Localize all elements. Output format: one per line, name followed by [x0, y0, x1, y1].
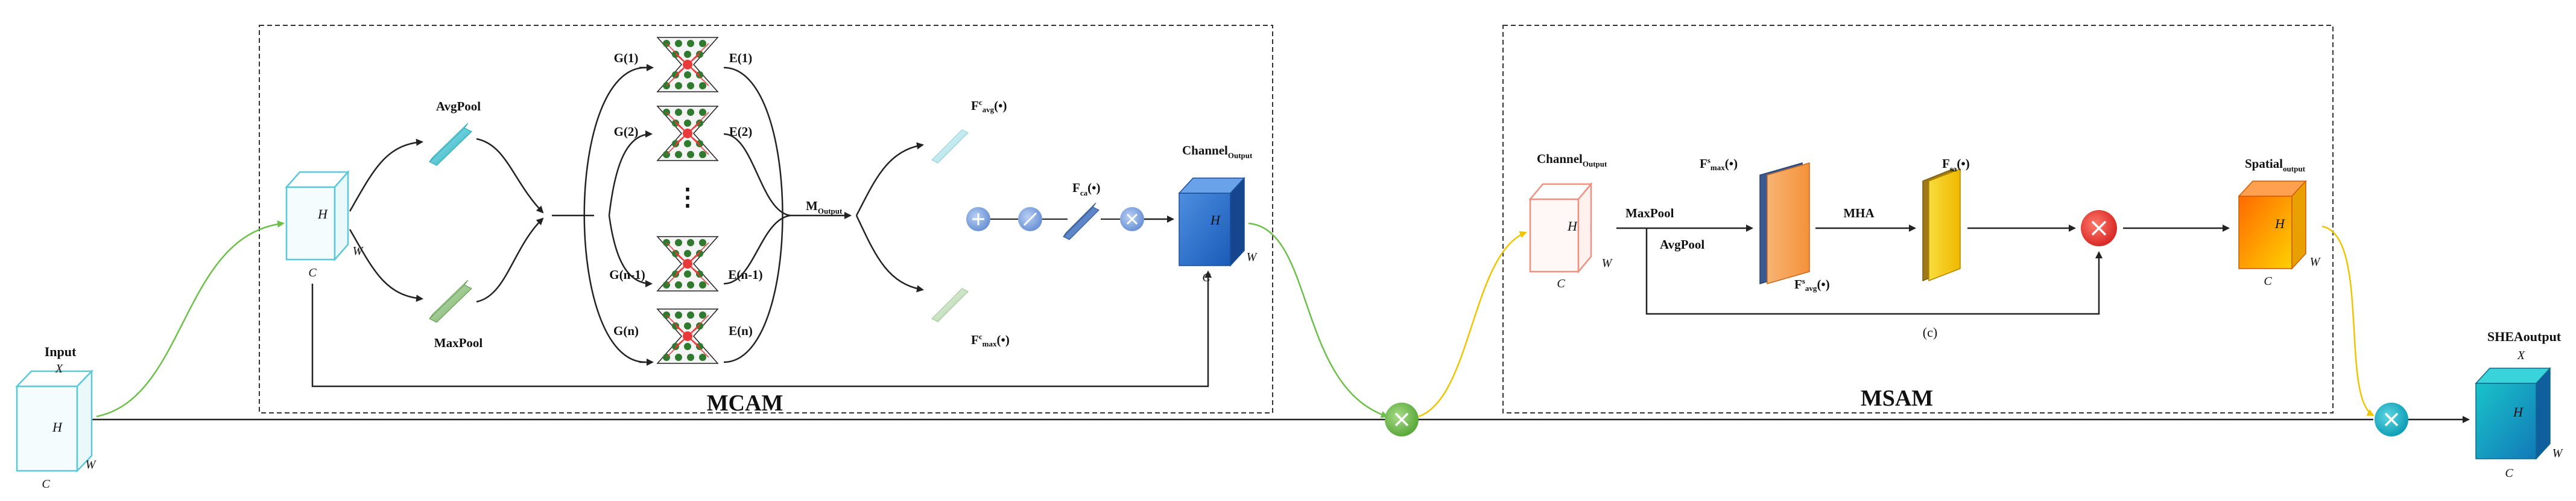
mcam-out-w-label: W	[1247, 250, 1258, 264]
expert-network-n-1	[656, 236, 719, 292]
msam-in-h-label: H	[1567, 219, 1578, 234]
avgpool-label: AvgPool	[436, 99, 481, 113]
mcam-channel-output-label: ChannelOutput	[1182, 143, 1253, 160]
msam-attention-block	[1922, 168, 1961, 282]
msam-title: MSAM	[1861, 386, 1933, 411]
expert-network-2	[656, 106, 719, 161]
msam-frame	[1502, 25, 2334, 413]
output-h-label: H	[2513, 404, 2524, 420]
expert-label-n: E(n)	[729, 324, 753, 338]
msam-in-c-label: C	[1557, 277, 1565, 290]
vertical-ellipsis: ⋮	[676, 183, 700, 211]
msam-in-w-label: W	[1602, 257, 1613, 270]
input-x-label: X	[55, 362, 63, 375]
msam-favg-label: Fsavg(•)	[1794, 276, 1830, 293]
expert-label-1: E(1)	[729, 51, 753, 65]
gate-label-1: G(1)	[614, 51, 639, 65]
input-h-label: H	[52, 420, 63, 435]
mcam-favg-label: Fcavg(•)	[971, 98, 1007, 114]
mcam-input-cube	[285, 170, 350, 262]
m-output-label: MOutput	[806, 199, 843, 215]
fca-bar	[1063, 202, 1100, 240]
gate-label-2: G(2)	[614, 124, 639, 139]
avgpool-bar	[429, 123, 472, 166]
gate-label-n: G(n)	[613, 324, 639, 338]
expert-network-n	[656, 308, 719, 364]
fmax-bar	[931, 288, 969, 322]
input-cube	[15, 369, 93, 473]
maxpool-label: MaxPool	[434, 336, 483, 350]
output-c-label: C	[2505, 467, 2513, 480]
input-c-label: C	[42, 477, 50, 491]
mcam-fmax-label: Fcmax(•)	[971, 332, 1010, 348]
spatial-w-label: W	[2310, 255, 2321, 269]
msam-fmax-label: Fsmax(•)	[1700, 156, 1738, 172]
msam-maxpool-label: MaxPool	[1625, 206, 1674, 220]
mcam-title: MCAM	[707, 391, 783, 416]
spatial-h-label: H	[2274, 216, 2285, 231]
expert-network-1	[656, 37, 719, 92]
msam-input-cube	[1528, 182, 1593, 274]
msam-panel-label: (c)	[1923, 325, 1937, 340]
spatial-c-label: C	[2264, 275, 2272, 288]
mcam-channel-output-cube	[1178, 177, 1245, 267]
msam-avgpool-label: AvgPool	[1660, 237, 1704, 252]
mcam-frame	[259, 25, 1273, 413]
fca-label: Fca(•)	[1072, 180, 1100, 197]
mcam-out-c-label: C	[1202, 271, 1210, 284]
mcam-h-label: H	[317, 206, 328, 222]
msam-fsa-label: Fsa(•)	[1942, 156, 1970, 173]
output-x-label: X	[2517, 349, 2525, 362]
output-w-label: W	[2552, 447, 2564, 460]
spatial-output-label: Spatialoutput	[2245, 156, 2306, 173]
maxpool-bar	[429, 279, 472, 323]
spatial-output-cube	[2238, 180, 2307, 270]
favg-bar	[931, 129, 969, 164]
output-cube	[2475, 367, 2551, 460]
mcam-out-h-label: H	[1210, 212, 1221, 228]
gate-label-n-1: G(n-1)	[609, 267, 645, 282]
mcam-c-label: C	[308, 266, 317, 279]
output-title: SHEAoutput	[2487, 329, 2562, 344]
mha-label: MHA	[1843, 206, 1875, 220]
msam-pool-block	[1759, 162, 1810, 284]
msam-channel-output-label: ChannelOutput	[1537, 152, 1607, 168]
input-title: Input	[45, 344, 77, 359]
input-w-label: W	[86, 458, 97, 471]
